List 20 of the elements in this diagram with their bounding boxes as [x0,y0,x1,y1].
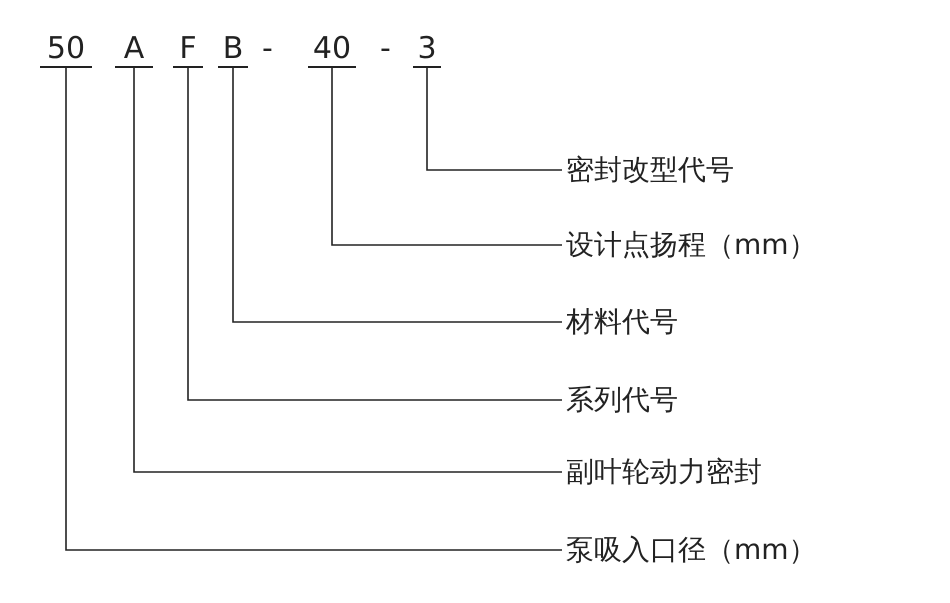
code-meaning-label: 设计点扬程（mm） [562,225,817,265]
code-meaning-label: 泵吸入口径（mm） [562,530,817,570]
separator-dash: - [380,30,391,68]
model-code-segment: A [115,30,153,68]
leader-line [65,68,562,551]
code-meaning-label: 副叶轮动力密封 [562,452,762,492]
leader-line [426,68,562,171]
model-code-segment: F [173,30,203,68]
model-code-segment: B [218,30,248,68]
code-meaning-label: 密封改型代号 [562,150,734,190]
model-code-segment: 3 [413,30,441,68]
model-code-segment: 40 [308,30,356,68]
leader-line [232,68,562,323]
leader-line [187,68,562,401]
code-meaning-label: 材料代号 [562,302,678,342]
leader-line [133,68,562,473]
model-code-segment: 50 [40,30,92,68]
leader-line [331,68,562,246]
separator-dash: - [262,30,273,68]
code-meaning-label: 系列代号 [562,380,678,420]
